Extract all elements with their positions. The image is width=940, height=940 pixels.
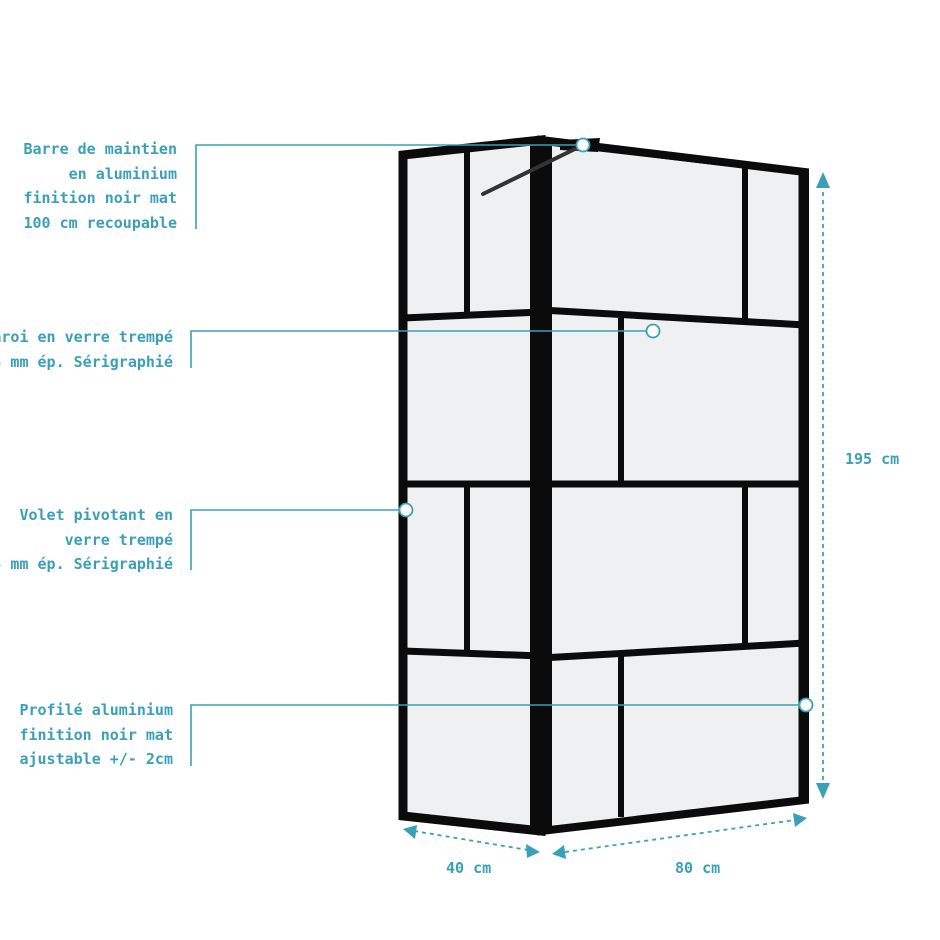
callout-line: Profilé aluminium [19,701,173,719]
width-large-arrow-line [564,819,796,853]
callout-dot-profile [798,697,814,713]
arrow-head-down [816,783,830,799]
arrow-head-left [403,825,417,839]
callout-dot-barre [575,137,591,153]
callout-line: 5 mm ép. Sérigraphié [0,352,173,371]
callout-line: 5 mm ép. Sérigraphié [0,555,173,573]
callout-paroi: Paroi en verre trempé 5 mm ép. Sérigraph… [0,325,173,374]
leader-profile [190,704,800,766]
callout-line: Volet pivotant en [19,506,173,524]
support-bar [481,143,585,196]
arrow-head-left [552,845,566,859]
leader-paroi [190,330,646,368]
callout-line: Paroi en verre trempé [0,328,173,346]
arrow-head-up [816,172,830,188]
arrow-heads [403,172,830,859]
callout-dot-paroi [645,323,661,339]
callout-line: verre trempé [64,530,173,549]
arrow-head-right [526,844,540,858]
pivoting-panel [398,134,546,837]
leader-volet [190,509,400,570]
arrow-head-right [793,813,807,827]
leader-barre [195,144,576,229]
callout-line: finition noir mat [19,725,173,744]
callout-barre: Barre de maintien en aluminium finition … [23,137,177,235]
callout-line: finition noir mat [23,189,177,207]
callout-dots [398,137,814,713]
pivoting-panel-rail [402,647,542,660]
callout-leaders [190,144,800,766]
callout-line: 100 cm recoupable [23,213,177,232]
callout-line: Barre de maintien [23,140,177,158]
pivoting-panel-rail [402,308,542,322]
width-small-arrow-line [413,830,529,851]
callout-profile: Profilé aluminium finition noir mat ajus… [19,698,173,772]
callout-line: en aluminium [68,164,177,183]
callout-line: ajustable +/- 2cm [19,750,173,768]
height-dimension-label: 195 cm [845,450,900,468]
width-large-dimension-label: 80 cm [675,859,721,877]
width-small-dimension-label: 40 cm [446,859,492,877]
callout-volet: Volet pivotant en verre trempé 5 mm ép. … [0,503,173,577]
callout-dot-volet [398,502,414,518]
dimension-arrows [413,184,824,853]
fixed-panel-rail [540,639,806,662]
fixed-panel [537,135,809,836]
fixed-panel-rail [540,306,806,329]
hinge-post [530,138,552,832]
